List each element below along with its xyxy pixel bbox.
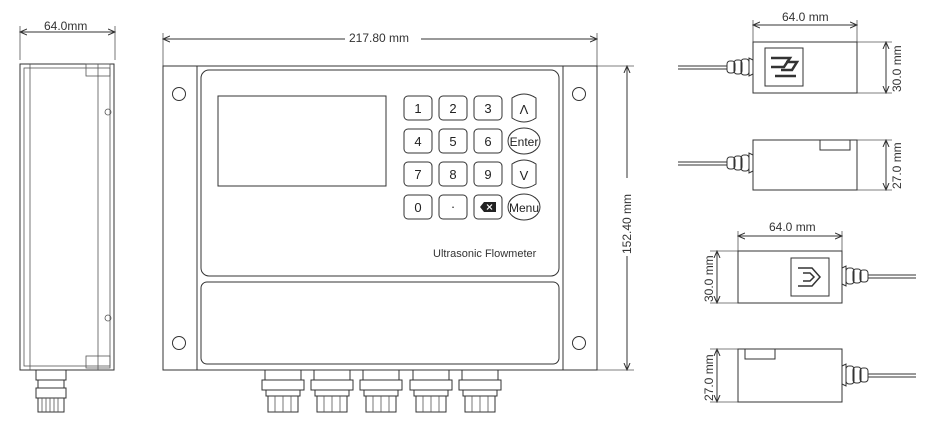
sensor2-body [737,250,843,304]
sensor1-height-label: 30.0 mm [890,45,904,92]
front-panel [200,69,560,277]
side-cable-gland [35,369,67,413]
sensor1-top-view: 64.0 mm 30.0 mm [678,10,904,93]
brand-label: Ultrasonic Flowmeter [433,248,537,260]
sensor2-top-view: 64.0 mm 30.0 mm [702,220,916,303]
side-view: 64.0mm [19,19,115,413]
svg-text:0: 0 [414,200,421,215]
cable-gland [310,369,354,413]
terminal-cover [200,281,560,365]
key-6[interactable]: 6 [473,128,503,154]
key-2[interactable]: 2 [438,95,468,121]
sensor1-body [752,41,858,94]
sensor1-logo [764,47,804,87]
sensor2-side-body [737,348,843,403]
cable-gland [458,369,502,413]
sensor2-logo [790,257,830,297]
side-housing [19,63,115,371]
key-4[interactable]: 4 [403,128,433,154]
key-up[interactable]: Λ [511,93,537,123]
svg-text:7: 7 [414,167,421,182]
lcd-display [217,95,387,187]
key-enter[interactable]: Enter [507,127,541,155]
key-5[interactable]: 5 [438,128,468,154]
front-view: 217.80 mm 152.40 mm 1 2 [163,30,634,413]
mounting-hole [172,336,186,350]
key-7[interactable]: 7 [403,161,433,187]
front-width-label: 217.80 mm [349,31,409,45]
mounting-hole [572,336,586,350]
key-down[interactable]: V [511,159,537,189]
svg-text:8: 8 [449,167,456,182]
svg-text:3: 3 [484,101,491,116]
backspace-icon [480,202,496,212]
key-3[interactable]: 3 [473,95,503,121]
keypad: 1 2 3 Λ 4 5 6 [403,93,541,221]
sensor1-side-height-label: 27.0 mm [890,142,904,189]
key-1[interactable]: 1 [403,95,433,121]
key-menu[interactable]: Menu [507,193,541,221]
sensor2-height-label: 30.0 mm [702,255,716,302]
svg-text:9: 9 [484,167,491,182]
side-width-label: 64.0mm [44,19,87,33]
mounting-hole [172,87,186,101]
svg-text:Enter: Enter [510,135,539,149]
key-9[interactable]: 9 [473,161,503,187]
sensor1-side-strain-relief [678,152,754,174]
svg-text:5: 5 [449,134,456,149]
cable-gland [359,369,403,413]
sensor2-side-strain-relief [841,363,916,387]
sensor2-strain-relief [841,265,916,287]
svg-text:2: 2 [449,101,456,116]
key-8[interactable]: 8 [438,161,468,187]
sensor1-strain-relief [678,57,754,77]
svg-text:·: · [451,199,455,214]
svg-text:4: 4 [414,134,421,149]
svg-text:1: 1 [414,101,421,116]
mounting-hole [572,87,586,101]
svg-text:Λ: Λ [520,102,529,117]
svg-text:6: 6 [484,134,491,149]
sensor2-width-label: 64.0 mm [769,220,816,234]
svg-text:V: V [520,168,529,183]
key-backspace[interactable] [473,194,503,220]
key-dot[interactable]: · [438,194,468,220]
front-height-label: 152.40 mm [620,194,634,254]
cable-glands [261,369,502,413]
sensor2-side-height-label: 27.0 mm [702,354,716,401]
sensor1-width-label: 64.0 mm [782,10,829,24]
sensor1-side-body [752,139,858,191]
key-0[interactable]: 0 [403,194,433,220]
cable-gland [261,369,305,413]
svg-text:Menu: Menu [509,201,539,215]
sensor2-side-view: 27.0 mm [702,349,916,402]
sensor1-side-view: 27.0 mm [678,140,904,190]
cable-gland [409,369,453,413]
